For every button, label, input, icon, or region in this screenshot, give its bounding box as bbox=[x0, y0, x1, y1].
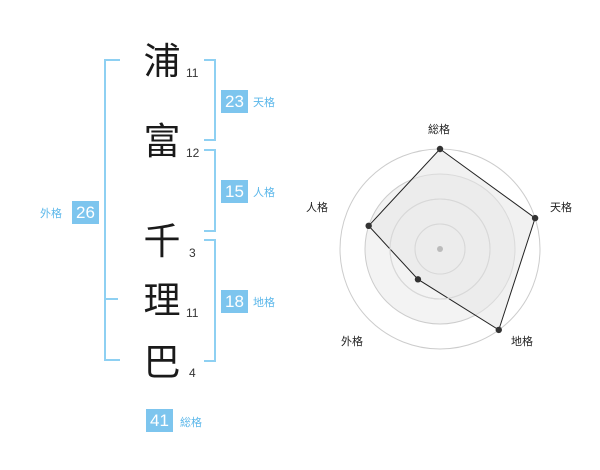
name-char-2: 富 bbox=[143, 120, 181, 163]
radar-ring-inner-overlay bbox=[389, 198, 491, 300]
stroke-count-5: 4 bbox=[189, 366, 196, 380]
tenkaku-bracket bbox=[204, 59, 216, 141]
radar-label-jinkaku: 人格 bbox=[306, 201, 328, 214]
radar-label-soukaku: 総格 bbox=[428, 123, 450, 136]
name-char-5: 巴 bbox=[143, 341, 181, 384]
name-char-4: 理 bbox=[143, 279, 181, 322]
gaikaku-label: 外格 bbox=[40, 207, 62, 220]
tenkaku-value: 23 bbox=[221, 90, 248, 113]
soukaku-label: 総格 bbox=[180, 416, 202, 429]
chikaku-label: 地格 bbox=[253, 296, 275, 309]
radar-label-chikaku: 地格 bbox=[511, 335, 533, 348]
radar-point-3 bbox=[495, 326, 502, 334]
stroke-count-3: 3 bbox=[189, 246, 196, 260]
radar-point-5 bbox=[365, 222, 372, 230]
jinkaku-bracket bbox=[204, 149, 216, 232]
name-char-3: 千 bbox=[143, 220, 181, 263]
soukaku-value: 41 bbox=[146, 409, 173, 432]
radar-label-tenkaku: 天格 bbox=[550, 201, 572, 214]
name-char-1: 浦 bbox=[143, 40, 181, 83]
radar-center-dot bbox=[437, 246, 443, 252]
gaikaku-bracket bbox=[104, 59, 120, 361]
jinkaku-value: 15 bbox=[221, 180, 248, 203]
chikaku-bracket bbox=[204, 239, 216, 362]
stroke-count-2: 12 bbox=[186, 146, 200, 160]
chikaku-value: 18 bbox=[221, 290, 248, 313]
radar-ring-center-overlay bbox=[414, 223, 466, 275]
jinkaku-label: 人格 bbox=[253, 186, 275, 199]
radar-data-polygon bbox=[367, 148, 536, 331]
radar-label-gaikaku: 外格 bbox=[341, 335, 363, 348]
gaikaku-value: 26 bbox=[72, 201, 99, 224]
radar-point-4 bbox=[414, 276, 422, 283]
radar-point-2 bbox=[531, 214, 539, 222]
tenkaku-label: 天格 bbox=[253, 96, 275, 109]
radar-point-1 bbox=[436, 145, 444, 153]
stroke-count-1: 11 bbox=[186, 66, 199, 80]
stroke-count-4: 11 bbox=[186, 306, 199, 320]
gaikaku-bracket-mid bbox=[104, 298, 118, 300]
